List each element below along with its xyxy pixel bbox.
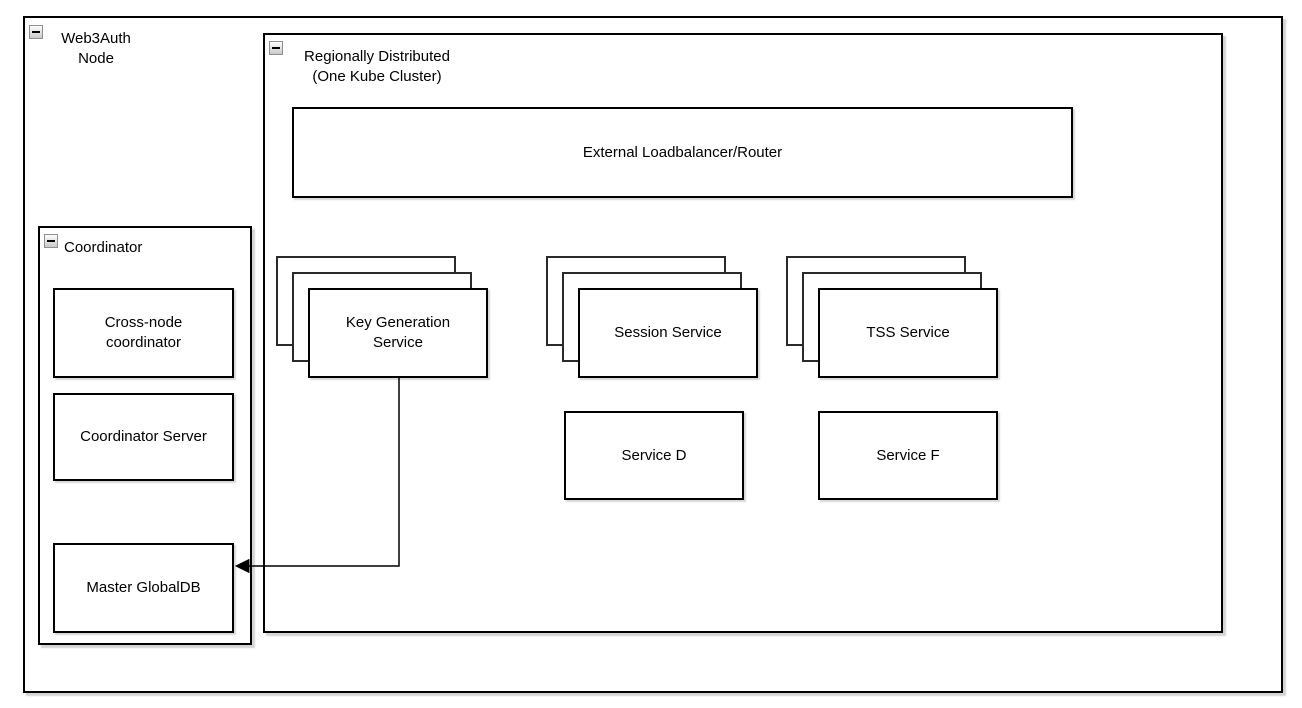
node-service-d: Service D <box>564 411 744 500</box>
minus-icon <box>47 240 55 242</box>
collapse-icon[interactable] <box>44 234 58 248</box>
group-web3auth-node-label: Web3Auth Node <box>61 30 131 67</box>
node-service-f: Service F <box>818 411 998 500</box>
group-regionally-distributed-label: Regionally Distributed (One Kube Cluster… <box>304 48 450 85</box>
node-session-service-label: Session Service <box>614 324 722 341</box>
node-coordinator-server: Coordinator Server <box>53 393 234 481</box>
node-cross-node-coordinator-label: Cross-node coordinator <box>104 314 183 351</box>
node-tss-service-label: TSS Service <box>866 324 950 341</box>
node-cross-node-coordinator: Cross-node coordinator <box>53 288 234 378</box>
node-key-generation-service-label: Key Generation Service <box>345 314 451 351</box>
node-key-generation-service: Key Generation Service <box>308 288 488 378</box>
minus-icon <box>272 47 280 49</box>
node-master-globaldb: Master GlobalDB <box>53 543 234 633</box>
collapse-icon[interactable] <box>269 41 283 55</box>
node-session-service: Session Service <box>578 288 758 378</box>
node-external-loadbalancer: External Loadbalancer/Router <box>292 107 1073 198</box>
collapse-icon[interactable] <box>29 25 43 39</box>
node-master-globaldb-label: Master GlobalDB <box>86 579 201 596</box>
node-tss-service: TSS Service <box>818 288 998 378</box>
node-service-d-label: Service D <box>621 446 687 464</box>
group-coordinator-label: Coordinator <box>64 239 143 256</box>
minus-icon <box>32 31 40 33</box>
node-service-f-label: Service F <box>876 446 940 464</box>
node-external-loadbalancer-label: External Loadbalancer/Router <box>582 143 783 161</box>
node-coordinator-server-label: Coordinator Server <box>80 428 207 445</box>
